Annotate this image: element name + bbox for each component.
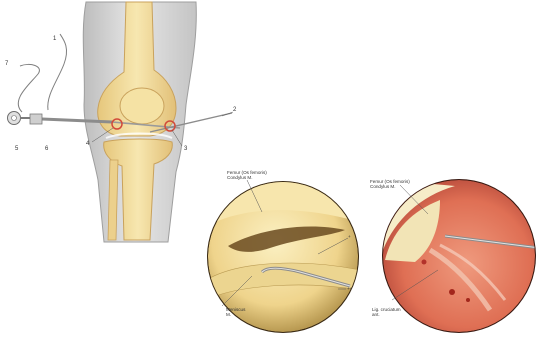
light-cable (48, 34, 67, 110)
label-number-4: 4 (86, 141, 89, 147)
right-femur-line2: Condylus M. (370, 184, 410, 189)
left-meniscus-label: Meniscus M. (226, 307, 245, 318)
label-number-2: 2 (233, 107, 236, 113)
fibula (108, 160, 118, 240)
right-arthroscopic-view (382, 179, 536, 333)
left-femur-line2: Condylus M. (227, 175, 267, 180)
right-ligament-label: Lig. cruciatum ant. (372, 307, 401, 318)
right-femur-label: Femur (Os femoris) Condylus M. (370, 179, 410, 190)
label-number-1: 1 (53, 36, 56, 42)
label-number-7: 7 (5, 61, 8, 67)
left-mark-1: + (348, 234, 351, 239)
left-arthroscopic-view (200, 180, 360, 333)
label-number-3: 3 (184, 146, 187, 152)
left-femur-label: Femur (Os femoris) Condylus M. (227, 170, 267, 181)
suction-tube (18, 64, 39, 112)
left-mark-2: ++ (347, 286, 352, 291)
left-meniscus-line2: M. (226, 312, 245, 317)
label-number-6: 6 (45, 146, 48, 152)
patella (120, 88, 164, 124)
label-number-5: 5 (15, 146, 18, 152)
right-ligament-line2: ant. (372, 312, 401, 317)
knee-diagram (8, 2, 234, 242)
